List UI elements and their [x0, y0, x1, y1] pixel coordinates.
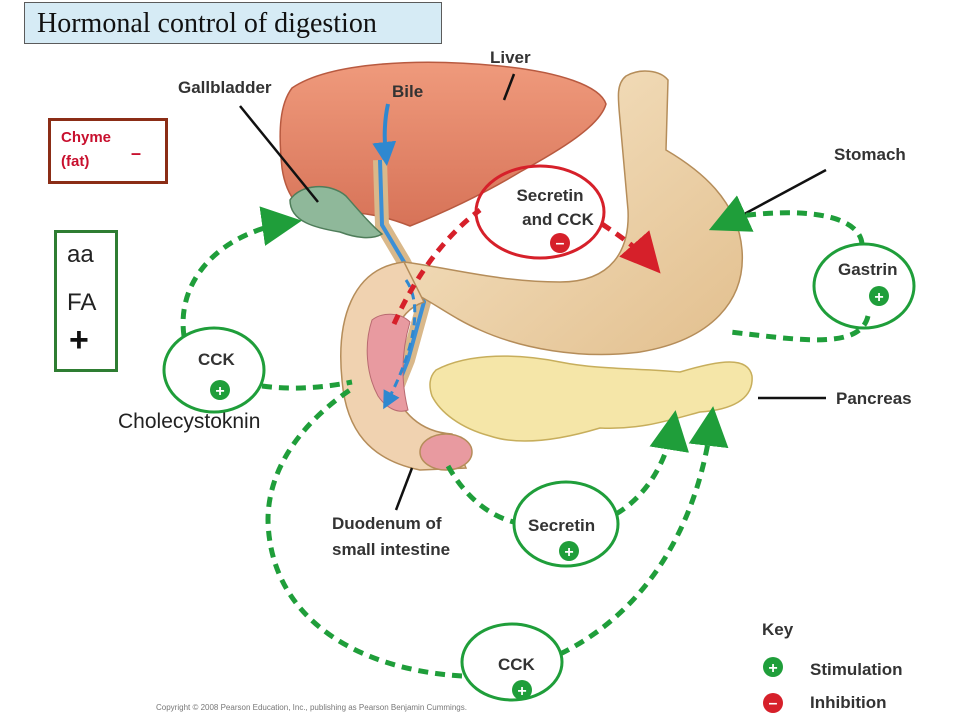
cck-bottom-loop-circle — [460, 622, 564, 702]
gastrin-loop-circle — [812, 242, 916, 330]
stomach-shape — [403, 70, 744, 356]
page-title: Hormonal control of digestion — [37, 8, 377, 39]
secretin-pancreas-stimulation-arrow — [614, 410, 689, 517]
secretin-cck-minus-sign: – — [550, 233, 570, 253]
cck-bottom-plus-sign: + — [512, 680, 532, 700]
fa-label: FA — [67, 289, 97, 316]
gastrin-stimulation-arrow-bottom — [729, 315, 871, 343]
key-inhibition-symbol: – — [763, 693, 783, 713]
bile-label: Bile — [392, 82, 424, 101]
aa-label: aa — [67, 241, 94, 268]
key-stimulation-label: Stimulation — [810, 660, 903, 679]
cck-gallbladder-stimulation-arrow — [180, 206, 302, 337]
secretin-plus-sign: + — [559, 541, 579, 561]
liver-shape — [279, 61, 607, 227]
svg-text:+: + — [215, 383, 224, 400]
gastrin-plus-sign: + — [869, 286, 889, 306]
chyme-minus-sign: – — [131, 143, 142, 163]
secretin-duodenum-arrow — [445, 464, 515, 525]
chyme-fat-label: (fat) — [61, 153, 90, 170]
secretin-cck-label-line1: Secretin — [516, 186, 584, 205]
gallbladder-label: Gallbladder — [178, 78, 272, 97]
key-stimulation-symbol: + — [763, 657, 783, 677]
pancreas-label: Pancreas — [836, 389, 912, 408]
stomach-label: Stomach — [834, 145, 906, 164]
chyme-label: Chyme — [61, 129, 112, 146]
pancreas-shape — [429, 355, 753, 442]
cck-bottom-pancreas-stimulation-arrow — [558, 406, 729, 657]
svg-text:–: – — [769, 695, 778, 712]
copyright-notice: Copyright © 2008 Pearson Education, Inc.… — [156, 703, 467, 712]
svg-text:–: – — [556, 235, 565, 252]
key-inhibition-label: Inhibition — [810, 693, 887, 712]
liver-label: Liver — [490, 48, 531, 67]
svg-text:+: + — [874, 289, 883, 306]
title-banner: Hormonal control of digestion — [24, 2, 442, 44]
cck-left-label: CCK — [198, 350, 235, 369]
cck-left-duodenum-arrow — [261, 379, 353, 391]
cholecystokinin-label: Cholecystoknin — [118, 410, 261, 433]
chyme-fat-box: Chyme (fat) – — [48, 118, 168, 184]
cck-left-loop-circle — [162, 326, 266, 414]
svg-text:+: + — [564, 544, 573, 561]
duodenum-opening — [419, 433, 473, 471]
aa-fa-box: aa FA + — [54, 230, 118, 372]
key-heading: Key — [762, 620, 794, 639]
gallbladder-shape — [289, 185, 384, 239]
secretin-loop-circle — [512, 480, 620, 568]
duodenum-lumen — [366, 313, 411, 412]
secretin-label: Secretin — [528, 516, 596, 535]
aa-fa-plus-sign: + — [69, 321, 89, 359]
duodenum-label-line2: small intestine — [332, 540, 451, 559]
svg-text:+: + — [517, 683, 526, 700]
secretin-cck-label-line2: and CCK — [522, 210, 594, 229]
gastrin-label: Gastrin — [838, 260, 898, 279]
gastrin-stimulation-arrow-top — [708, 195, 865, 245]
svg-text:+: + — [768, 660, 777, 677]
bile-flow-arrow — [372, 103, 397, 166]
bile-flow-arrow-lower — [383, 279, 417, 410]
cck-bottom-label: CCK — [498, 655, 535, 674]
liver-pointer — [502, 73, 516, 101]
secretin-cck-inhibition-arrow-left — [391, 207, 482, 326]
secretin-cck-inhibition-arrow-right — [600, 221, 661, 274]
duodenum-label-line1: Duodenum of — [332, 514, 442, 533]
gallbladder-pointer — [239, 105, 319, 203]
cck-left-plus-sign: + — [210, 380, 230, 400]
duodenum-pointer — [394, 467, 414, 511]
